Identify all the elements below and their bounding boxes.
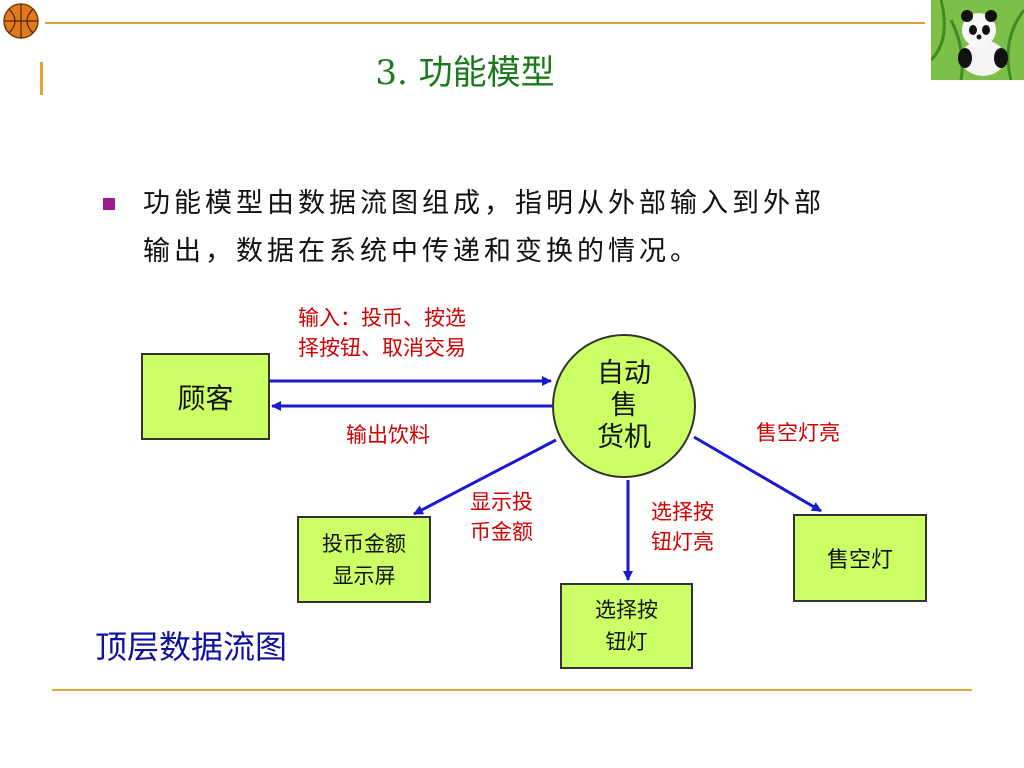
bullet-line-2: 输出，数据在系统中传递和变换的情况。 bbox=[143, 236, 701, 267]
arrow-soldout bbox=[693, 435, 822, 513]
arrow-coin-display bbox=[413, 438, 557, 516]
coin-display-line-1: 投币金额 bbox=[322, 531, 406, 556]
select-light-line-2: 钮灯 bbox=[605, 630, 648, 654]
machine-label-line-3: 货机 bbox=[597, 422, 651, 453]
slide-title: 3. 功能模型 bbox=[375, 53, 555, 93]
coin-display-box: 投币金额 显示屏 bbox=[297, 516, 431, 603]
machine-label-line-1: 自动 bbox=[597, 358, 651, 389]
soldout-light-box: 售空灯 bbox=[793, 514, 927, 602]
input-label-line-2: 择按钮、取消交易 bbox=[298, 336, 466, 360]
select-label-line-1: 选择按 bbox=[651, 500, 714, 524]
bullet-square-icon bbox=[103, 198, 115, 210]
select-light-box: 选择按 钮灯 bbox=[560, 583, 693, 669]
coin-display-line-2: 显示屏 bbox=[332, 563, 396, 588]
bullet-text: 功能模型由数据流图组成，指明从外部输入到外部 输出，数据在系统中传递和变换的情况… bbox=[143, 180, 963, 276]
input-label-line-1: 输入：投币、按选 bbox=[298, 306, 466, 330]
customer-box: 顾客 bbox=[141, 353, 270, 440]
coin-label-line-2: 币金额 bbox=[470, 520, 533, 544]
machine-label-line-2: 售 bbox=[610, 390, 638, 421]
soldout-flow-label: 售空灯亮 bbox=[756, 421, 840, 445]
panda-icon bbox=[931, 0, 1024, 80]
top-divider bbox=[45, 22, 925, 24]
customer-label: 顾客 bbox=[177, 381, 234, 415]
vending-machine-process: 自动 售 货机 bbox=[552, 334, 696, 478]
bullet-line-1: 功能模型由数据流图组成，指明从外部输入到外部 bbox=[143, 188, 825, 219]
diagram-caption: 顶层数据流图 bbox=[95, 628, 288, 666]
basketball-icon bbox=[3, 3, 39, 39]
select-label-line-2: 钮灯亮 bbox=[651, 530, 714, 554]
select-flow-label: 选择按 钮灯亮 bbox=[651, 497, 714, 557]
input-flow-label: 输入：投币、按选 择按钮、取消交易 bbox=[298, 303, 466, 363]
select-light-line-1: 选择按 bbox=[595, 598, 658, 622]
left-accent-bar bbox=[40, 62, 43, 95]
coin-flow-label: 显示投 币金额 bbox=[470, 487, 533, 547]
soldout-light-label: 售空灯 bbox=[826, 548, 893, 573]
output-flow-label: 输出饮料 bbox=[346, 423, 430, 447]
coin-label-line-1: 显示投 bbox=[470, 490, 533, 514]
bottom-divider bbox=[52, 689, 972, 691]
